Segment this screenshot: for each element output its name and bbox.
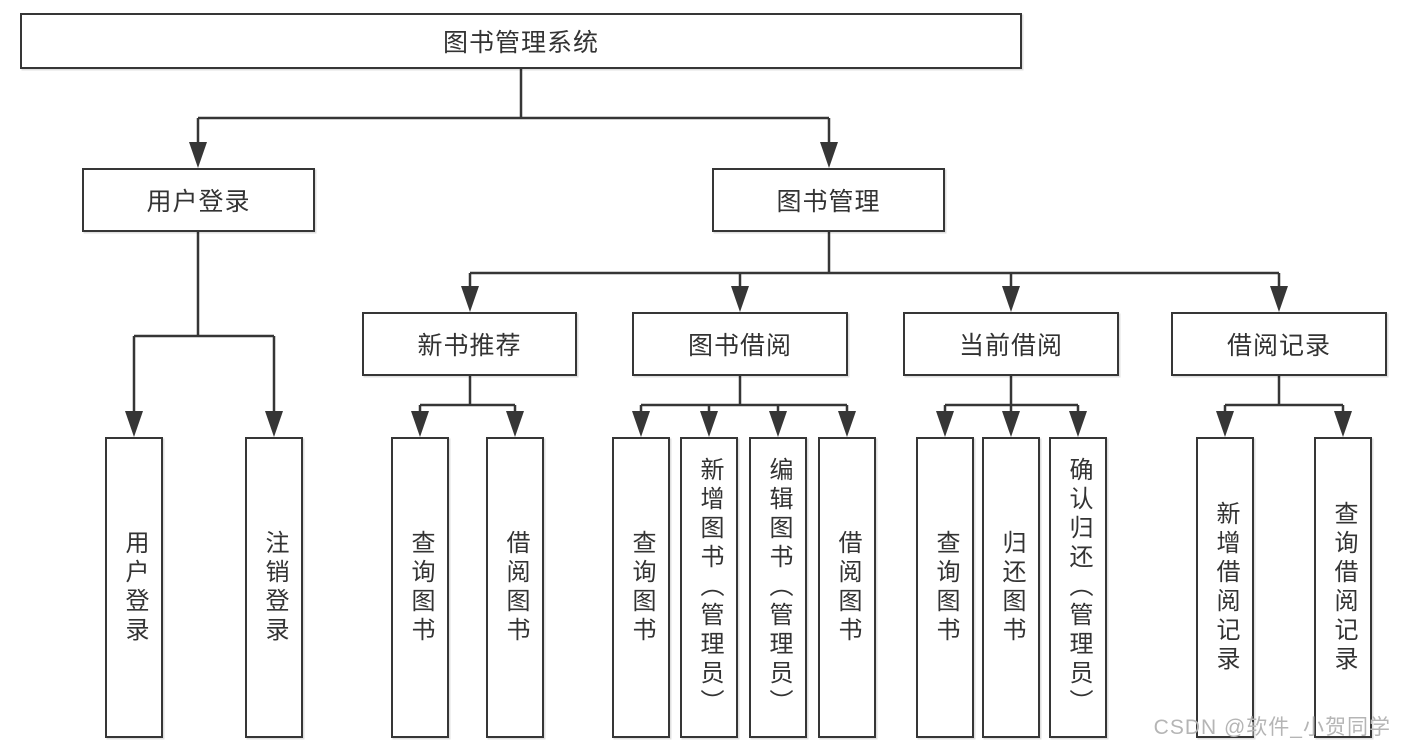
arrow-down-icon (1334, 411, 1352, 437)
arrow-down-icon (936, 411, 954, 437)
leaf-logout: 注销登录 (245, 437, 303, 738)
leaf-edit-books-admin: 编辑图书（管理员） (749, 437, 807, 738)
arrow-down-icon (189, 142, 207, 168)
leaf-borrow-books: 借阅图书 (486, 437, 544, 738)
arrow-down-icon (632, 411, 650, 437)
node-current-borrowing: 当前借阅 (903, 312, 1119, 376)
arrow-down-icon (1216, 411, 1234, 437)
leaf-query-books: 查询图书 (391, 437, 449, 738)
node-borrow-records: 借阅记录 (1171, 312, 1387, 376)
leaf-query-books: 查询图书 (916, 437, 974, 738)
node-user-login: 用户登录 (82, 168, 315, 232)
leaf-add-books-admin: 新增图书（管理员） (680, 437, 738, 738)
node-book-management: 图书管理 (712, 168, 945, 232)
leaf-return-books: 归还图书 (982, 437, 1040, 738)
node-new-book-recommend: 新书推荐 (362, 312, 577, 376)
leaf-query-books: 查询图书 (612, 437, 670, 738)
arrow-down-icon (265, 411, 283, 437)
leaf-add-borrow-record: 新增借阅记录 (1196, 437, 1254, 738)
arrow-down-icon (1270, 286, 1288, 312)
node-library-management-system: 图书管理系统 (20, 13, 1022, 69)
arrow-down-icon (125, 411, 143, 437)
connector-lines (132, 69, 1345, 413)
leaf-query-borrow-record: 查询借阅记录 (1314, 437, 1372, 738)
arrow-down-icon (411, 411, 429, 437)
leaf-borrow-books: 借阅图书 (818, 437, 876, 738)
arrow-down-icon (506, 411, 524, 437)
leaf-confirm-return-admin: 确认归还（管理员） (1049, 437, 1107, 738)
leaf-user-login: 用户登录 (105, 437, 163, 738)
arrow-down-icon (820, 142, 838, 168)
arrow-down-icon (1069, 411, 1087, 437)
arrow-down-icon (1002, 286, 1020, 312)
arrow-down-icon (731, 286, 749, 312)
arrow-down-icon (838, 411, 856, 437)
arrow-down-icon (769, 411, 787, 437)
arrow-down-icon (700, 411, 718, 437)
csdn-watermark: CSDN @软件_小贺同学 (1153, 716, 1391, 739)
arrow-down-icon (461, 286, 479, 312)
arrow-down-icon (1002, 411, 1020, 437)
node-book-borrowing: 图书借阅 (632, 312, 848, 376)
arrowhead-icons (125, 142, 1352, 437)
